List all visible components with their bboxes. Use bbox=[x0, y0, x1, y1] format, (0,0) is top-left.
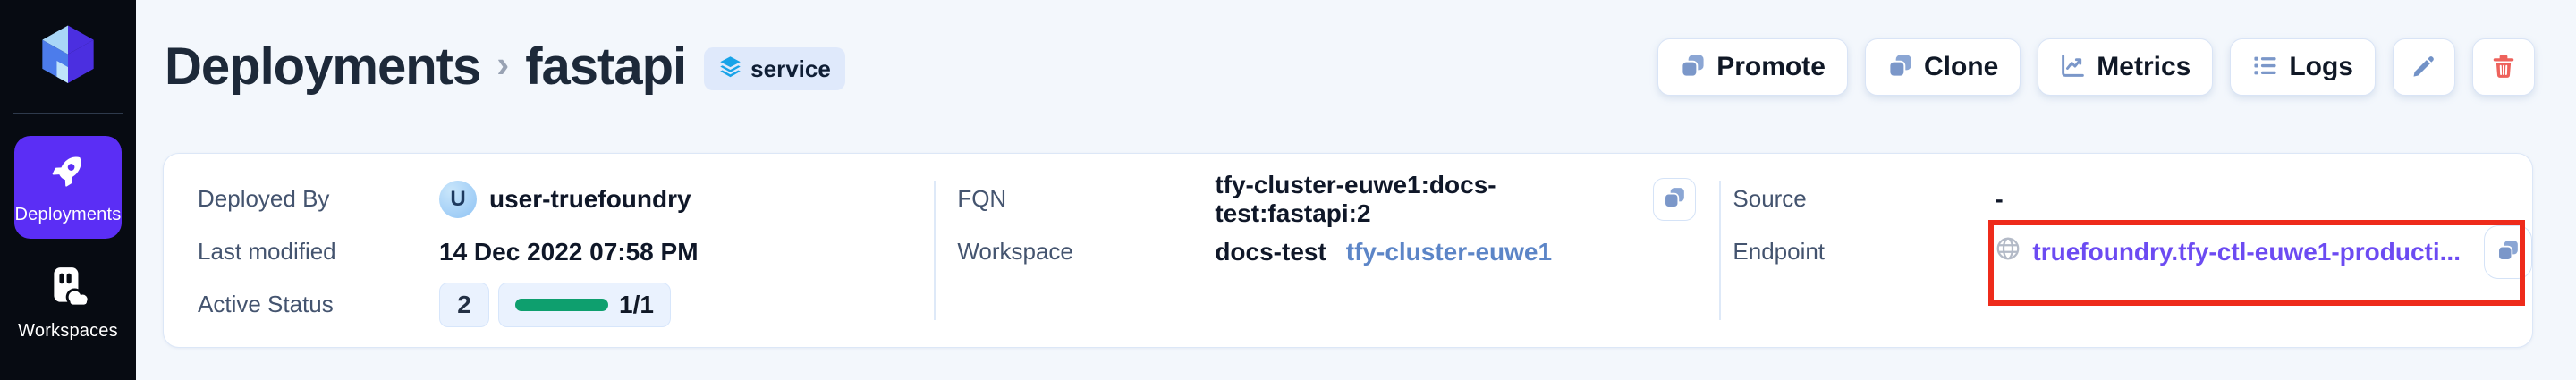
avatar: U bbox=[439, 180, 477, 218]
source-label: Source bbox=[1733, 185, 1807, 212]
source-value: - bbox=[1995, 184, 2004, 213]
copy-icon bbox=[2496, 239, 2520, 265]
service-badge: service bbox=[704, 47, 845, 90]
logs-button-label: Logs bbox=[2289, 52, 2353, 81]
workspace-row: Workspace docs-test tfy-cluster-euwe1 bbox=[957, 225, 1696, 278]
source-row: Source - bbox=[1733, 173, 2532, 225]
workspace-label: Workspace bbox=[957, 238, 1073, 265]
sidebar: Deployments Workspaces bbox=[0, 0, 136, 380]
workspaces-icon bbox=[46, 265, 90, 314]
sidebar-item-deployments[interactable]: Deployments bbox=[14, 136, 122, 239]
fqn-value: tfy-cluster-euwe1:docs-test:fastapi:2 bbox=[1215, 170, 1496, 227]
active-status-row: Active Status 2 1/1 bbox=[198, 278, 922, 331]
fqn-copy-button[interactable] bbox=[1653, 177, 1697, 221]
card-divider bbox=[934, 181, 936, 320]
workspace-value: docs-test bbox=[1215, 237, 1326, 266]
endpoint-label: Endpoint bbox=[1733, 238, 1826, 265]
deployment-info-card: Deployed By U user-truefoundry Last modi… bbox=[163, 153, 2533, 348]
deployed-by-value: user-truefoundry bbox=[489, 184, 691, 213]
action-buttons: Promote Clone Metrics bbox=[1657, 38, 2535, 96]
sidebar-item-label: Deployments bbox=[14, 204, 122, 224]
last-modified-label: Last modified bbox=[198, 238, 336, 265]
breadcrumb-root[interactable]: Deployments bbox=[165, 37, 481, 96]
metrics-button-label: Metrics bbox=[2097, 52, 2191, 81]
sidebar-divider bbox=[13, 113, 123, 114]
globe-icon bbox=[1995, 235, 2021, 268]
layers-icon bbox=[718, 55, 742, 83]
clone-button[interactable]: Clone bbox=[1864, 38, 2021, 96]
pencil-icon bbox=[2411, 53, 2437, 82]
trash-icon bbox=[2490, 53, 2517, 82]
replica-count: 1/1 bbox=[619, 290, 654, 318]
edit-button[interactable] bbox=[2393, 38, 2455, 96]
active-status-label: Active Status bbox=[198, 291, 334, 317]
promote-button-label: Promote bbox=[1716, 52, 1826, 81]
breadcrumb-separator-icon: › bbox=[496, 43, 510, 85]
last-modified-row: Last modified 14 Dec 2022 07:58 PM bbox=[198, 225, 922, 278]
last-modified-value: 14 Dec 2022 07:58 PM bbox=[439, 237, 699, 266]
card-column-access: Source - Endpoint truefoundry.tfy-ctl-eu… bbox=[1696, 154, 2532, 347]
fqn-row: FQN tfy-cluster-euwe1:docs-test:fastapi:… bbox=[957, 170, 1697, 227]
entity-name: fastapi bbox=[525, 37, 687, 96]
promote-button[interactable]: Promote bbox=[1657, 38, 1848, 96]
endpoint-copy-button[interactable] bbox=[2484, 224, 2532, 279]
fqn-label: FQN bbox=[957, 185, 1007, 212]
card-divider bbox=[1719, 181, 1721, 320]
card-column-overview: Deployed By U user-truefoundry Last modi… bbox=[164, 154, 922, 347]
service-badge-label: service bbox=[750, 55, 831, 82]
endpoint-row: Endpoint truefoundry.tfy-ctl-euwe1-produ… bbox=[1733, 224, 2532, 279]
copy-icon bbox=[1663, 186, 1686, 212]
chart-line-icon bbox=[2060, 53, 2086, 81]
replica-progress-bar bbox=[515, 298, 608, 311]
rocket-icon bbox=[47, 150, 89, 196]
card-column-identity: FQN tfy-cluster-euwe1:docs-test:fastapi:… bbox=[922, 154, 1697, 347]
duplicate-icon bbox=[1680, 53, 1706, 81]
truefoundry-logo-icon[interactable] bbox=[30, 14, 106, 91]
breadcrumb: Deployments › fastapi service bbox=[165, 34, 845, 98]
cluster-link[interactable]: tfy-cluster-euwe1 bbox=[1345, 237, 1553, 266]
sidebar-item-workspaces[interactable]: Workspaces bbox=[0, 265, 136, 342]
logs-button[interactable]: Logs bbox=[2230, 38, 2376, 96]
clone-button-label: Clone bbox=[1923, 52, 1999, 81]
duplicate-icon bbox=[1887, 53, 1913, 81]
metrics-button[interactable]: Metrics bbox=[2038, 38, 2214, 96]
version-badge: 2 bbox=[439, 282, 489, 327]
sidebar-item-label: Workspaces bbox=[18, 321, 118, 341]
replica-status-pill: 1/1 bbox=[498, 282, 671, 327]
list-icon bbox=[2252, 53, 2278, 81]
delete-button[interactable] bbox=[2472, 38, 2535, 96]
deployed-by-label: Deployed By bbox=[198, 185, 330, 212]
deployed-by-row: Deployed By U user-truefoundry bbox=[198, 173, 922, 225]
endpoint-link[interactable]: truefoundry.tfy-ctl-euwe1-producti... bbox=[2032, 237, 2461, 266]
